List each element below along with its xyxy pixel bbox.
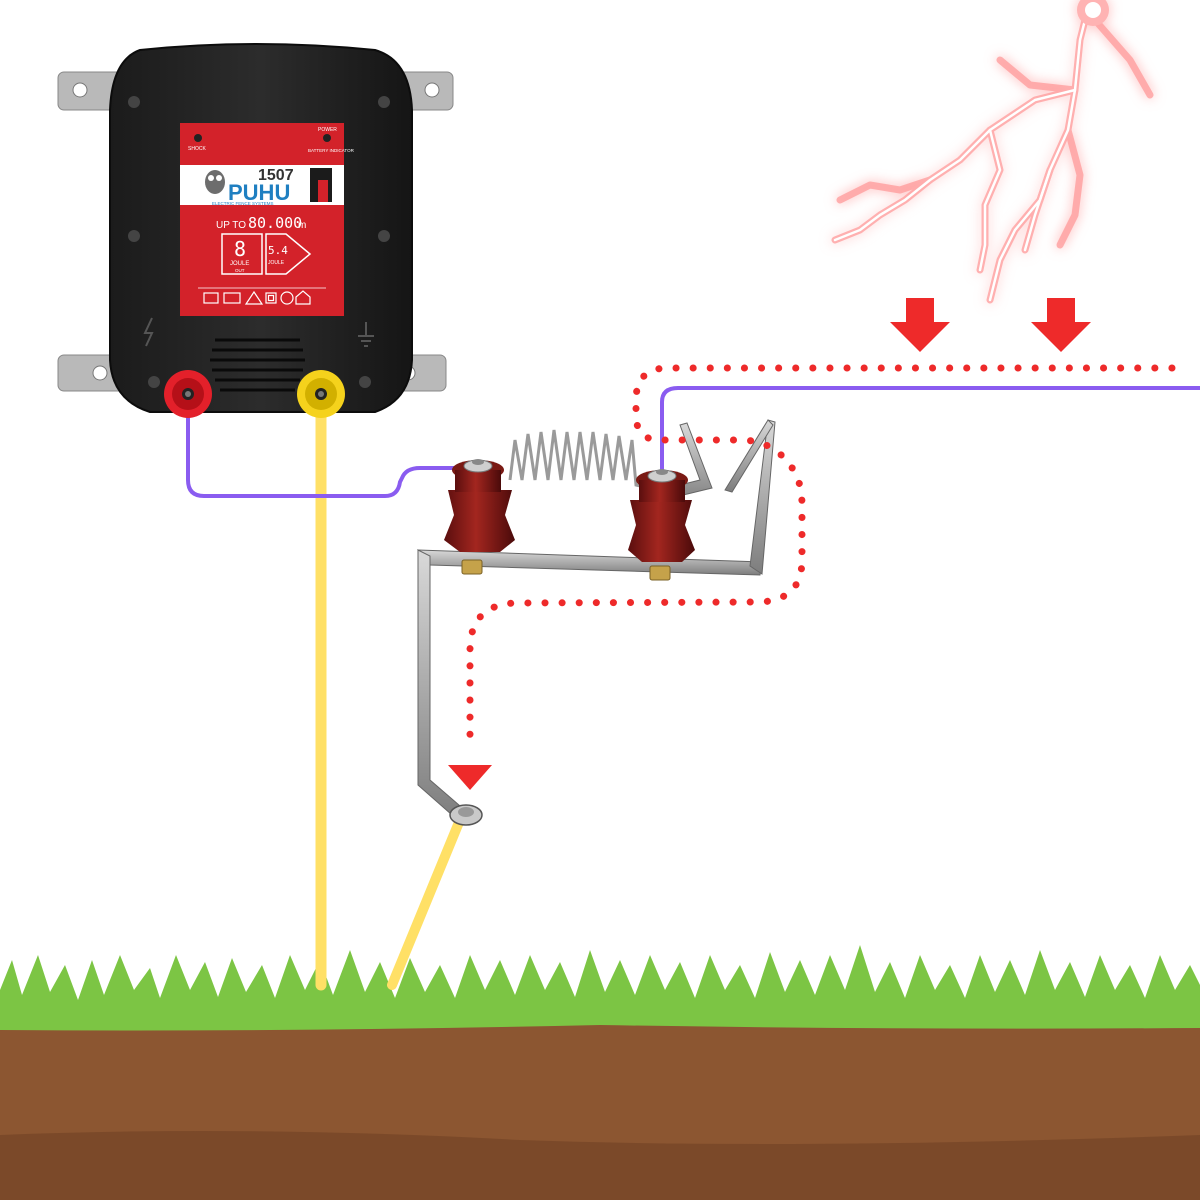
stored-joule-label: JOULE — [268, 260, 285, 266]
brand-tagline: ELECTRIC FENCE SYSTEMS — [212, 201, 274, 206]
home-icon — [295, 290, 311, 305]
down-arrow-icon — [448, 765, 492, 790]
shock-label: SHOCK — [188, 146, 206, 152]
feature-icons — [203, 290, 311, 305]
grass — [0, 945, 1200, 1031]
lightning-current-path — [466, 364, 1176, 754]
power-indicator-led — [323, 134, 331, 142]
battery-icon — [223, 292, 241, 304]
range-prefix: UP TO — [216, 220, 246, 231]
down-arrow-icon — [890, 298, 950, 352]
lightning-icon — [831, 0, 1154, 304]
model-number: 1507 — [258, 167, 294, 184]
ground — [0, 945, 1200, 1200]
joule-sublabel: OUT — [235, 268, 245, 273]
joule-box — [221, 233, 263, 275]
fence-terminal[interactable] — [164, 370, 212, 418]
stored-joule-arrow — [265, 233, 312, 275]
warning-icon — [244, 290, 264, 305]
power-label: POWER — [318, 127, 337, 133]
owl-logo-icon — [205, 170, 225, 194]
stored-joule-value: 5.4 — [268, 244, 288, 257]
insulator — [444, 459, 515, 552]
diverter-bracket — [416, 419, 776, 826]
coil-spring — [508, 429, 651, 490]
battery-label: BATTERY INDICATOR — [308, 148, 355, 153]
earth-terminal[interactable] — [297, 370, 345, 418]
brand-name: PUHU — [228, 180, 290, 205]
manual-icon — [203, 292, 219, 304]
shock-indicator-led — [194, 134, 202, 142]
front-panel — [180, 123, 344, 316]
lightning-symbol-icon — [143, 317, 154, 347]
range-unit: m — [298, 220, 306, 231]
down-arrow-icon — [1031, 298, 1091, 352]
fence-wire — [186, 386, 1200, 498]
earth-wire — [315, 394, 467, 991]
no-dispose-icon — [280, 291, 294, 305]
ground-symbol-icon — [358, 322, 374, 347]
double-insulation-icon — [265, 292, 277, 304]
joule-label: JOULE — [230, 261, 249, 267]
joule-value: 8 — [234, 237, 246, 261]
vent-grille — [210, 338, 305, 392]
insulator — [628, 469, 695, 562]
range-value: 80.000 — [248, 214, 302, 232]
energizer-unit: SHOCK POWER BATTERY INDICATOR 1507 PUHU … — [57, 43, 454, 418]
